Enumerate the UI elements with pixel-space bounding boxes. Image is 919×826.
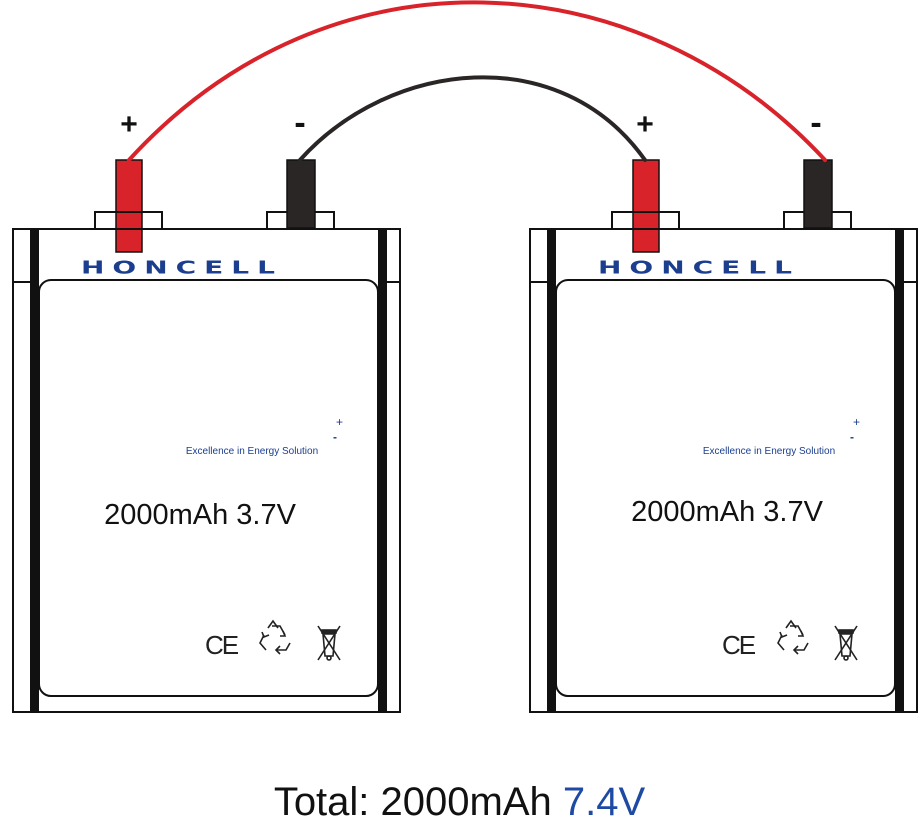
cell-rating-left: 2000mAh 3.7V xyxy=(104,499,297,531)
total-summary: Total: 2000mAh 7.4V xyxy=(0,779,919,825)
tagline-right: Excellence in Energy Solution xyxy=(703,446,835,457)
recycle-icon xyxy=(777,619,809,655)
negative-terminal-sign-right: - xyxy=(810,104,821,142)
brand-logo-right: HONCELL xyxy=(598,258,800,278)
black-wire-negative-to-positive xyxy=(298,75,647,162)
brand-sub-left: - xyxy=(333,430,337,444)
negative-terminal-sign-left: - xyxy=(294,104,305,142)
tagline-left: Excellence in Energy Solution xyxy=(186,446,318,457)
red-wire-positive-to-negative xyxy=(127,0,827,162)
ce-mark-left: CE xyxy=(205,630,239,660)
brand-sup-right: + xyxy=(853,415,860,429)
cell-side-seal-left-b xyxy=(378,229,387,712)
negative-tab-left xyxy=(286,159,316,229)
cell-rating-right: 2000mAh 3.7V xyxy=(631,496,824,528)
brand-sub-right: - xyxy=(850,430,854,444)
total-voltage: 7.4V xyxy=(562,780,646,824)
positive-terminal-sign-left: + xyxy=(120,108,138,141)
cell-label-panel-right xyxy=(555,279,896,697)
weee-bin-icon xyxy=(834,625,858,661)
cell-side-seal-right-a xyxy=(547,229,556,712)
battery-cell-left: + - HONCELL + - Excellence in Energy Sol… xyxy=(12,104,401,713)
brand-logo-left: HONCELL xyxy=(81,258,283,278)
weee-bin-icon xyxy=(317,625,341,661)
negative-tab-right xyxy=(803,159,833,229)
positive-tab-left xyxy=(115,159,143,253)
brand-sup-left: + xyxy=(336,415,343,429)
ce-mark-right: CE xyxy=(722,630,756,660)
positive-terminal-sign-right: + xyxy=(636,108,654,141)
cell-side-seal-left-a xyxy=(30,229,39,712)
positive-tab-right xyxy=(632,159,660,253)
total-prefix: Total: 2000mAh xyxy=(273,780,563,824)
recycle-icon xyxy=(259,619,291,655)
battery-cell-right: + - HONCELL + - Excellence in Energy Sol… xyxy=(529,104,918,713)
cell-side-seal-right-b xyxy=(895,229,904,712)
cell-label-panel-left xyxy=(38,279,379,697)
